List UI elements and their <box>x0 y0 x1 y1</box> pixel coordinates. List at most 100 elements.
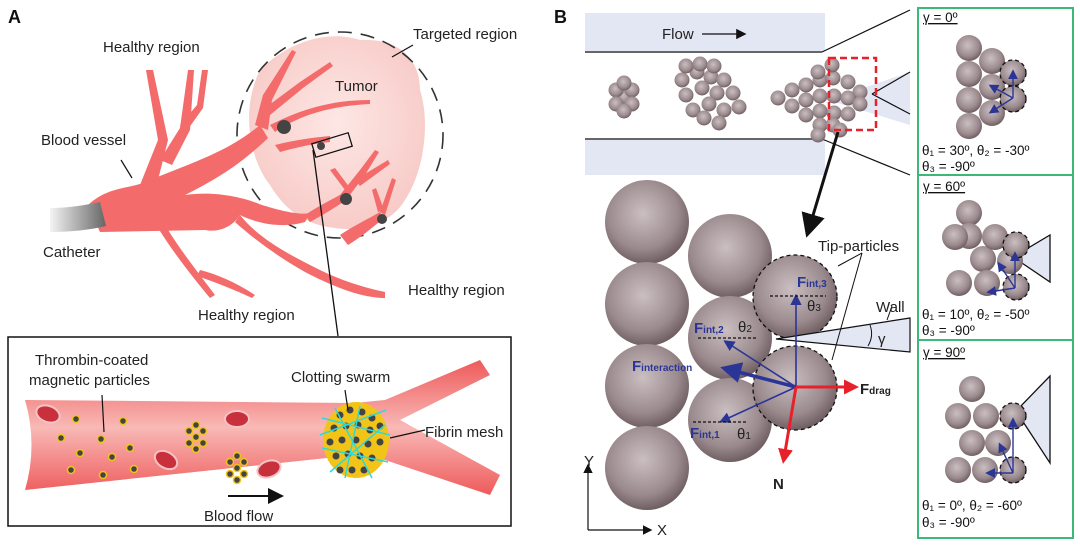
label-fibrin-mesh: Fibrin mesh <box>425 424 503 441</box>
case60-tip <box>1002 273 1030 301</box>
case-0-theta-line1: θ₁ = 30º, θ₂ = -30º <box>922 143 1030 158</box>
case90-particle <box>945 457 971 483</box>
xy-axes: Y X <box>583 453 667 539</box>
swarm-medium-particle <box>725 85 741 101</box>
swarm-large-particle <box>810 64 826 80</box>
case60-particle <box>956 200 982 226</box>
wall-shape <box>775 317 911 353</box>
blood-vessel-tree <box>88 50 396 298</box>
case-60-theta-line1: θ₁ = 10º, θ₂ = -50º <box>922 307 1030 322</box>
case90-tip <box>999 402 1027 430</box>
highlight-box <box>827 56 878 132</box>
gamma-arc <box>867 324 873 347</box>
tip-leader-1 <box>837 252 863 267</box>
label-theta2: θ2 <box>738 319 752 336</box>
swarm-medium-particle <box>701 96 717 112</box>
swarm-medium-particle <box>716 72 732 88</box>
case-0-gamma-label: γ = 0º <box>923 10 958 25</box>
label-wall: Wall <box>876 299 905 316</box>
label-f-drag: Fdrag <box>860 381 891 398</box>
case90-particle <box>945 403 971 429</box>
swarm-large-particle <box>770 90 786 106</box>
case-particle-stacks <box>942 35 1030 484</box>
label-theta1: θ1 <box>737 426 751 443</box>
swarm-large-particle <box>812 88 828 104</box>
swarm-large-particle <box>852 96 868 112</box>
stack-particle <box>605 426 689 510</box>
case60-particle <box>946 270 972 296</box>
label-f-int3: Fint,3 <box>797 274 827 291</box>
stack-particle <box>605 262 689 346</box>
clotting-swarm <box>319 402 391 479</box>
swarm-medium-particle <box>706 58 722 74</box>
swarm-medium-particle <box>678 58 694 74</box>
label-theta3: θ3 <box>807 298 821 315</box>
case0-tip <box>999 85 1027 113</box>
case-60-wall <box>1011 233 1051 284</box>
case0-particle <box>956 61 982 87</box>
panel-b-letter: B <box>554 7 567 27</box>
swarm-medium-particle <box>709 85 725 101</box>
label-catheter: Catheter <box>43 244 101 261</box>
label-healthy-region-bottom: Healthy region <box>198 307 295 324</box>
case-90-wall <box>1015 374 1051 466</box>
tumor-region <box>236 31 444 239</box>
swarm-medium-particle <box>694 80 710 96</box>
stack-particle <box>605 344 689 428</box>
case0-particle <box>956 113 982 139</box>
large-particle-stack <box>605 180 838 510</box>
tip-particle-top <box>752 254 838 340</box>
label-tip-particles: Tip-particles <box>818 238 899 255</box>
case-90-theta-line2: θ₃ = -90º <box>922 515 975 530</box>
swarm-medium-particle <box>696 110 712 126</box>
panel-a-letter: A <box>8 7 21 27</box>
swarm-large-particle <box>784 98 800 114</box>
swarm-large-particle <box>840 106 856 122</box>
swarm-large-particle <box>810 127 826 143</box>
swarm-medium-particle <box>685 102 701 118</box>
swarm-small-particle <box>616 103 632 119</box>
catheter-shape <box>50 202 106 232</box>
label-blood-vessel: Blood vessel <box>41 132 126 149</box>
red-blood-cells <box>35 404 282 479</box>
case-90-gamma-label: γ = 90º <box>923 345 965 360</box>
case-60-gamma-label: γ = 60º <box>923 179 965 194</box>
label-f-interaction: Finteraction <box>632 358 692 375</box>
label-healthy-region-right: Healthy region <box>408 282 505 299</box>
case-90-theta-line1: θ₁ = 0º, θ₂ = -60º <box>922 498 1022 513</box>
swarm-large-particle <box>798 107 814 123</box>
stack-particle <box>688 214 772 298</box>
label-magnetic-particles: magnetic particles <box>29 372 150 389</box>
swarm-small-particle <box>616 75 632 91</box>
inset-panel: Thrombin-coated magnetic particles Clott… <box>7 336 512 527</box>
swarm-medium-particle <box>692 56 708 72</box>
case90-particle <box>973 403 999 429</box>
label-f-int2: Fint,2 <box>694 320 724 337</box>
zoom-callout-line <box>312 149 339 337</box>
swarm-large-particle <box>798 77 814 93</box>
f-int2-arrow <box>723 340 797 388</box>
case0-particle <box>956 87 982 113</box>
label-clotting-swarm: Clotting swarm <box>291 369 390 386</box>
case90-particle <box>959 430 985 456</box>
label-normal-force: N <box>773 476 784 493</box>
label-tumor: Tumor <box>335 78 378 95</box>
particle-cluster-2 <box>225 451 249 485</box>
axis-y-label: Y <box>584 453 594 470</box>
zoom-box <box>310 131 354 159</box>
case60-particle <box>982 224 1008 250</box>
swarm-medium-particle <box>716 102 732 118</box>
normal-force-arrow <box>778 386 798 464</box>
swarm-medium-particle <box>731 99 747 115</box>
magnetic-particles <box>56 414 139 480</box>
zoom-arrow <box>801 131 840 238</box>
case60-particle <box>974 270 1000 296</box>
label-flow: Flow <box>662 26 694 43</box>
label-f-int1: Fint,1 <box>690 425 720 442</box>
case90-particle <box>972 457 998 483</box>
force-vectors <box>693 293 859 464</box>
swarm-medium-particle <box>678 87 694 103</box>
swarm-medium-particle <box>674 72 690 88</box>
case60-tip <box>1002 231 1030 259</box>
wall-leader <box>886 305 893 321</box>
